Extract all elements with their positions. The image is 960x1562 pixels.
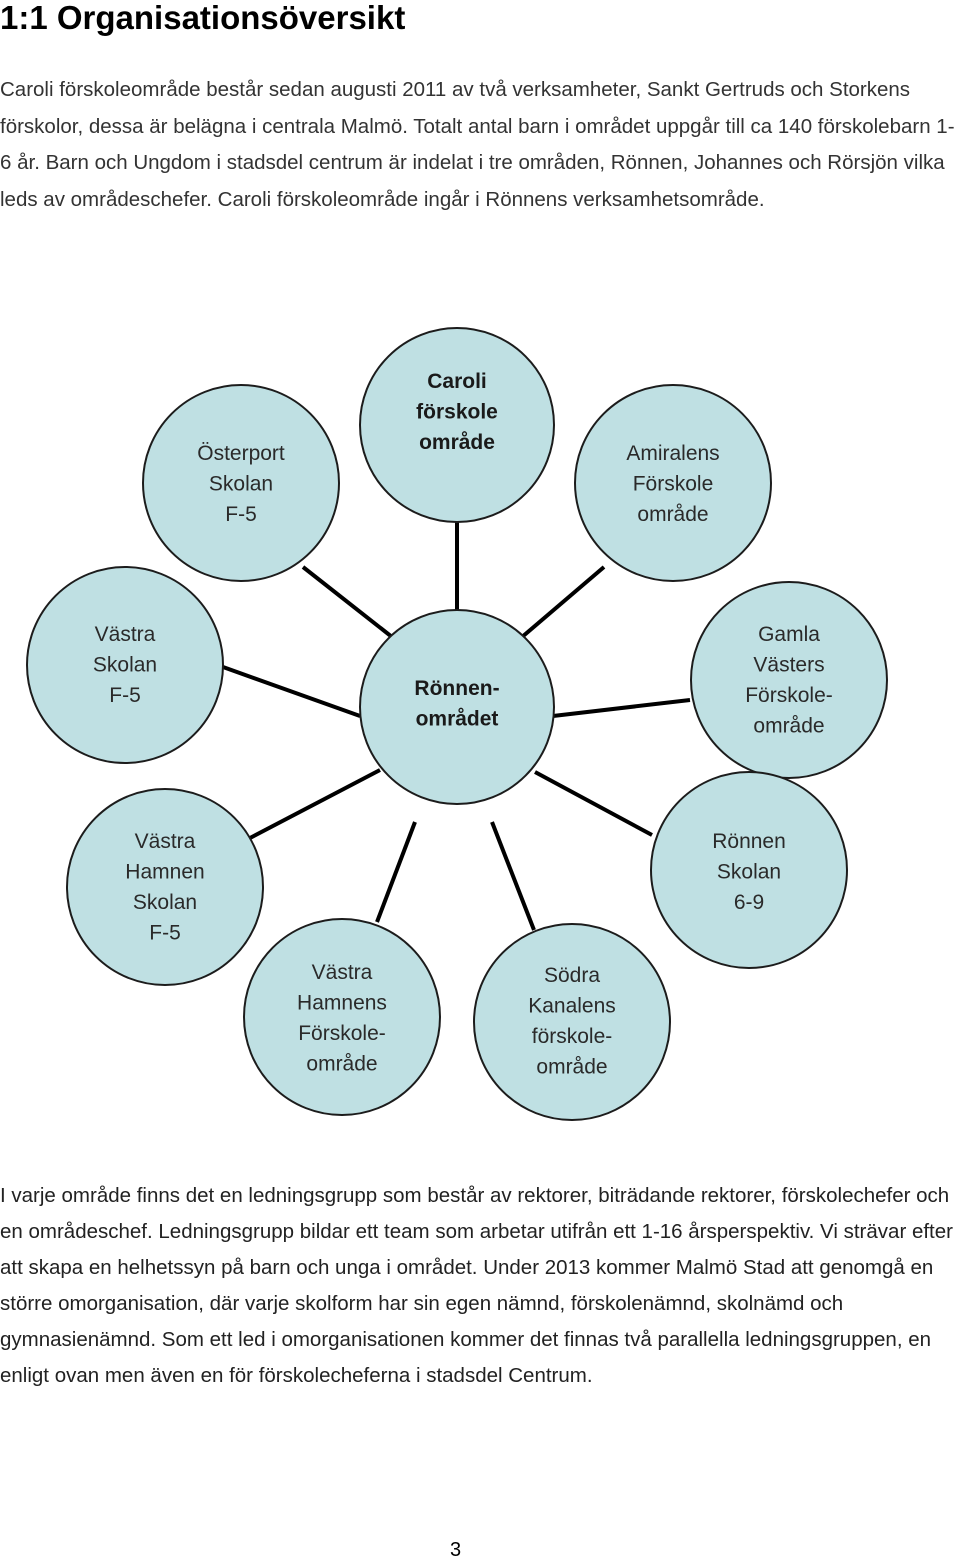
node-label-sodra-kanalens-4: område — [536, 1056, 607, 1079]
diagram-connectors — [222, 520, 691, 931]
connector-line-9 — [490, 821, 536, 931]
connector-line-3 — [520, 565, 606, 639]
node-circle-amiralens — [574, 384, 772, 582]
node-label-sodra-kanalens-3: förskole- — [532, 1025, 613, 1048]
node-label-gamla-vasters-1: Gamla — [758, 623, 820, 646]
node-label-amiralens-2: Förskole — [633, 473, 714, 496]
node-label-caroli-3: område — [419, 431, 495, 454]
node-label-sodra-kanalens-2: Kanalens — [528, 995, 616, 1018]
node-label-gamla-vasters-4: område — [753, 715, 824, 738]
node-label-vastra-hamnens-forskole-3: Förskole- — [298, 1022, 386, 1045]
node-label-vastra-skolan-3: F-5 — [109, 684, 141, 707]
node-label-center-1: Rönnen- — [414, 677, 499, 700]
node-label-center-2: området — [416, 708, 499, 731]
node-label-vastra-hamnen-skolan-2: Hamnen — [125, 861, 204, 884]
node-label-vastra-skolan-1: Västra — [95, 623, 156, 646]
node-circle-gamla-vasters — [690, 581, 888, 779]
connector-line-8 — [375, 821, 417, 923]
connector-line-4 — [222, 665, 361, 718]
page-number: 3 — [450, 1539, 462, 1561]
connector-line-7 — [534, 770, 653, 837]
node-label-osterport-1: Österport — [197, 442, 285, 465]
node-label-ronnen-skolan-2: Skolan — [717, 861, 781, 884]
body-paragraph: I varje område finns det en ledningsgrup… — [0, 1184, 953, 1387]
node-circle-sodra-kanalens — [473, 923, 671, 1121]
node-circle-osterport — [142, 384, 340, 582]
node-label-vastra-hamnen-skolan-3: Skolan — [133, 891, 197, 914]
node-label-vastra-skolan-2: Skolan — [93, 654, 157, 677]
node-label-amiralens-3: område — [637, 503, 708, 526]
connector-line-6 — [249, 768, 381, 840]
diagram-nodes: Rönnen-området Caroli förskole område Österp… — [26, 327, 888, 1121]
node-label-vastra-hamnen-skolan-4: F-5 — [149, 922, 181, 945]
connector-line-5 — [552, 698, 691, 718]
node-label-vastra-hamnens-forskole-4: område — [306, 1053, 377, 1076]
node-label-vastra-hamnens-forskole-1: Västra — [312, 961, 373, 984]
intro-paragraph: Caroli förskoleområde består sedan augus… — [0, 78, 955, 211]
node-circle-ronnen-skolan — [650, 771, 848, 969]
node-circle-vastra-hamnens-forskole — [243, 918, 441, 1116]
node-caroli: Caroli förskole område — [359, 327, 555, 523]
node-label-osterport-3: F-5 — [225, 503, 257, 526]
connector-line-2 — [301, 565, 394, 639]
node-circle-vastra-hamnen-skolan — [66, 788, 264, 986]
page-heading: 1:1 Organisationsöversikt — [0, 0, 406, 36]
node-center: Rönnen-området — [359, 609, 555, 805]
node-label-gamla-vasters-2: Västers — [753, 654, 824, 677]
node-label-osterport-2: Skolan — [209, 473, 273, 496]
node-label-caroli-1: Caroli — [427, 370, 487, 393]
node-label-ronnen-skolan-1: Rönnen — [712, 830, 786, 853]
node-label-gamla-vasters-3: Förskole- — [745, 684, 833, 707]
node-circle-center — [359, 609, 555, 805]
node-circle-caroli — [359, 327, 555, 523]
node-label-caroli-2: förskole — [416, 401, 498, 424]
node-label-sodra-kanalens-1: Södra — [544, 964, 600, 987]
node-circle-vastra-skolan — [26, 566, 224, 764]
node-label-vastra-hamnens-forskole-2: Hamnens — [297, 992, 387, 1015]
node-label-ronnen-skolan-3: 6-9 — [734, 891, 764, 914]
node-label-vastra-hamnen-skolan-1: Västra — [135, 830, 196, 853]
node-label-amiralens-1: Amiralens — [626, 442, 719, 465]
